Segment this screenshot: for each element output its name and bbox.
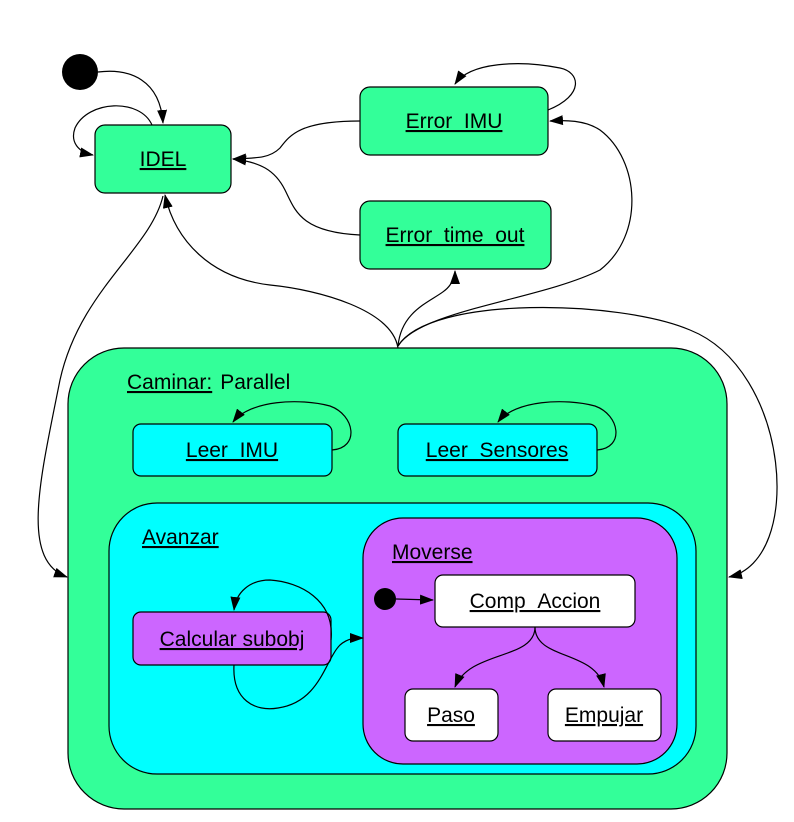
error-imu-label: Error_IMU xyxy=(406,110,503,133)
caminar-type: Parallel xyxy=(220,371,290,394)
transition-initial-to-comp-accion xyxy=(395,594,434,605)
leer-imu-label: Leer_IMU xyxy=(186,439,278,462)
initial-node-top xyxy=(62,54,98,90)
calcular-subobj-label: Calcular subobj xyxy=(160,628,305,651)
transition-idel-to-caminar-left xyxy=(37,195,164,578)
transition-leer-imu-self xyxy=(232,401,352,451)
transition-error-time-out-to-idel xyxy=(232,155,361,236)
caminar-label: Caminar: Parallel xyxy=(127,371,290,394)
initial-node-moverse xyxy=(374,588,396,610)
transition-idel-self xyxy=(72,105,153,158)
transition-caminar-to-error-time-out xyxy=(397,270,460,347)
transition-caminar-to-caminar-right xyxy=(397,306,778,580)
leer-sensores-label: Leer_Sensores xyxy=(426,439,568,462)
caminar-name: Caminar: xyxy=(127,371,212,394)
moverse-label: Moverse xyxy=(392,541,473,564)
transition-caminar-to-idel xyxy=(162,194,399,349)
transition-calcular-subobj-to-moverse xyxy=(233,633,364,710)
transition-leer-sensores-self xyxy=(497,401,617,451)
empujar-label: Empujar xyxy=(565,704,643,727)
idel-label: IDEL xyxy=(140,148,187,171)
transition-error-imu-self xyxy=(454,63,576,111)
transition-comp-accion-to-paso xyxy=(454,626,536,688)
empujar-state xyxy=(547,688,662,742)
idel-state xyxy=(94,124,232,194)
transition-calcular-subobj-self xyxy=(230,579,332,641)
paso-label: Paso xyxy=(427,704,475,727)
transition-comp-accion-to-empujar xyxy=(534,626,606,688)
avanzar-label: Avanzar xyxy=(142,526,219,549)
transition-caminar-to-error-imu xyxy=(397,115,633,347)
transition-initial-to-idel xyxy=(97,70,168,124)
comp-accion-label: Comp_Accion xyxy=(470,590,601,613)
error-time-out-label: Error_time_out xyxy=(386,224,525,247)
paso-state xyxy=(404,688,499,742)
transition-error-imu-to-idel xyxy=(232,120,361,164)
